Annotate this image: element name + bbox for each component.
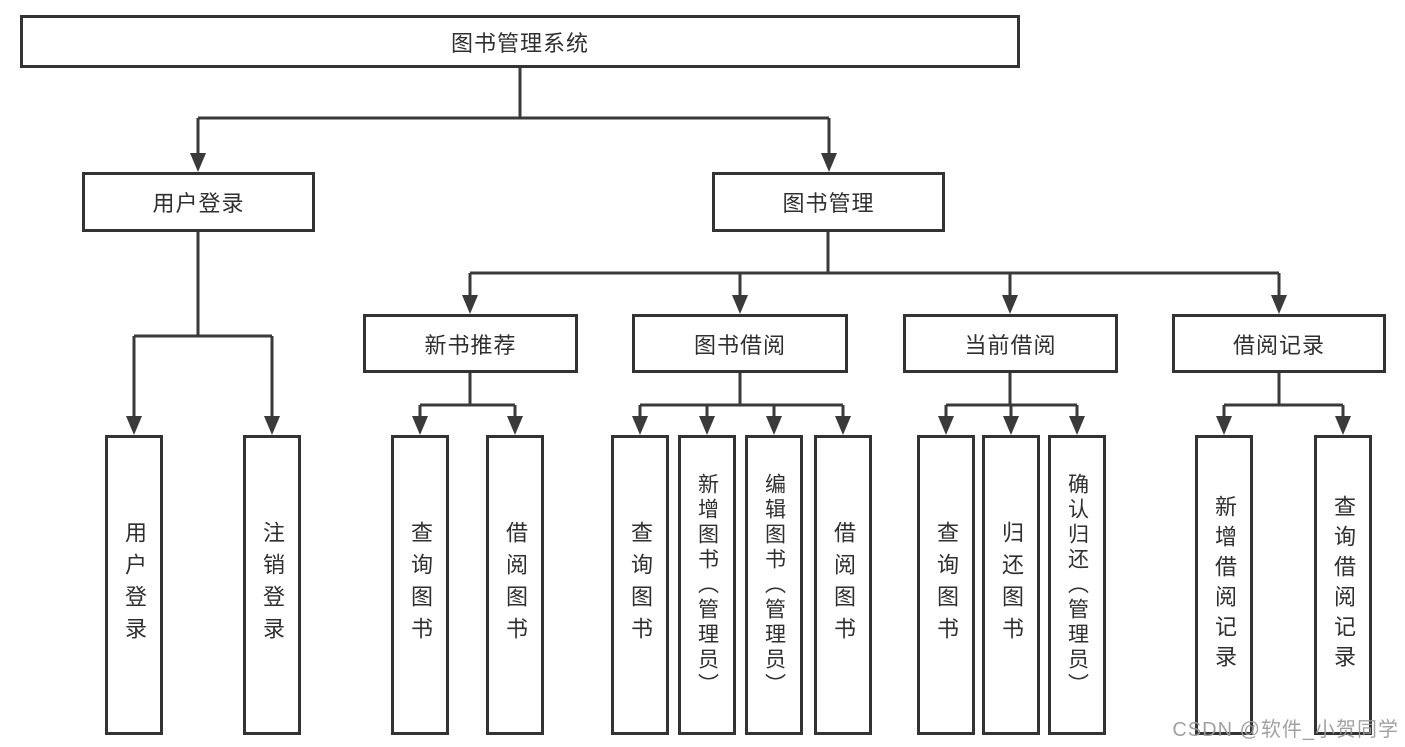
leaf-borrow-books-recommend: 借阅图书	[486, 435, 544, 735]
arrowhead-icon	[1216, 416, 1232, 435]
node-new-book-recommendation: 新书推荐	[363, 314, 578, 373]
connector-borrow-records-to-leaves	[1216, 373, 1351, 435]
arrowhead-icon	[835, 416, 851, 435]
arrowhead-icon	[938, 416, 954, 435]
connector-current-borrowing-to-leaves	[938, 373, 1085, 435]
leaf-query-books-recommend: 查询图书	[391, 435, 449, 735]
node-borrowing-records: 借阅记录	[1172, 314, 1386, 373]
arrowhead-icon	[507, 416, 523, 435]
arrowhead-icon	[462, 295, 478, 314]
csdn-watermark: CSDN @软件_小贺同学	[1172, 719, 1399, 741]
leaf-confirm-return-admin: 确认归还（管理员）	[1048, 435, 1106, 735]
node-book-management: 图书管理	[712, 172, 945, 232]
leaf-query-books-current: 查询图书	[917, 435, 975, 735]
arrowhead-icon	[264, 416, 280, 435]
arrowhead-icon	[699, 416, 715, 435]
node-book-borrowing: 图书借阅	[632, 314, 848, 373]
arrowhead-icon	[1002, 295, 1018, 314]
arrowhead-icon	[190, 153, 206, 172]
leaf-query-borrow-record: 查询借阅记录	[1314, 435, 1372, 735]
arrowhead-icon	[821, 153, 837, 172]
arrowhead-icon	[1069, 416, 1085, 435]
leaf-logout: 注销登录	[243, 435, 301, 735]
arrowhead-icon	[732, 295, 748, 314]
connector-user-login-to-leaves	[126, 232, 280, 435]
arrowhead-icon	[632, 416, 648, 435]
arrowhead-icon	[1003, 416, 1019, 435]
node-current-borrowing: 当前借阅	[903, 314, 1118, 373]
connector-book-borrowing-to-leaves	[632, 373, 851, 435]
connector-book-management-to-level3	[462, 232, 1287, 314]
leaf-borrow-books-borrowing: 借阅图书	[814, 435, 872, 735]
node-root: 图书管理系统	[20, 15, 1020, 68]
connector-root-to-level2	[190, 68, 837, 172]
leaf-return-books: 归还图书	[982, 435, 1040, 735]
arrowhead-icon	[1335, 416, 1351, 435]
leaf-user-login: 用户登录	[105, 435, 163, 735]
connector-new-book-to-leaves	[412, 373, 523, 435]
arrowhead-icon	[1271, 295, 1287, 314]
leaf-edit-books-admin: 编辑图书（管理员）	[745, 435, 803, 735]
arrowhead-icon	[126, 416, 142, 435]
arrowhead-icon	[412, 416, 428, 435]
leaf-add-books-admin: 新增图书（管理员）	[678, 435, 736, 735]
leaf-query-books-borrowing: 查询图书	[611, 435, 669, 735]
arrowhead-icon	[766, 416, 782, 435]
leaf-add-borrow-record: 新增借阅记录	[1195, 435, 1253, 735]
node-user-login: 用户登录	[82, 172, 315, 232]
